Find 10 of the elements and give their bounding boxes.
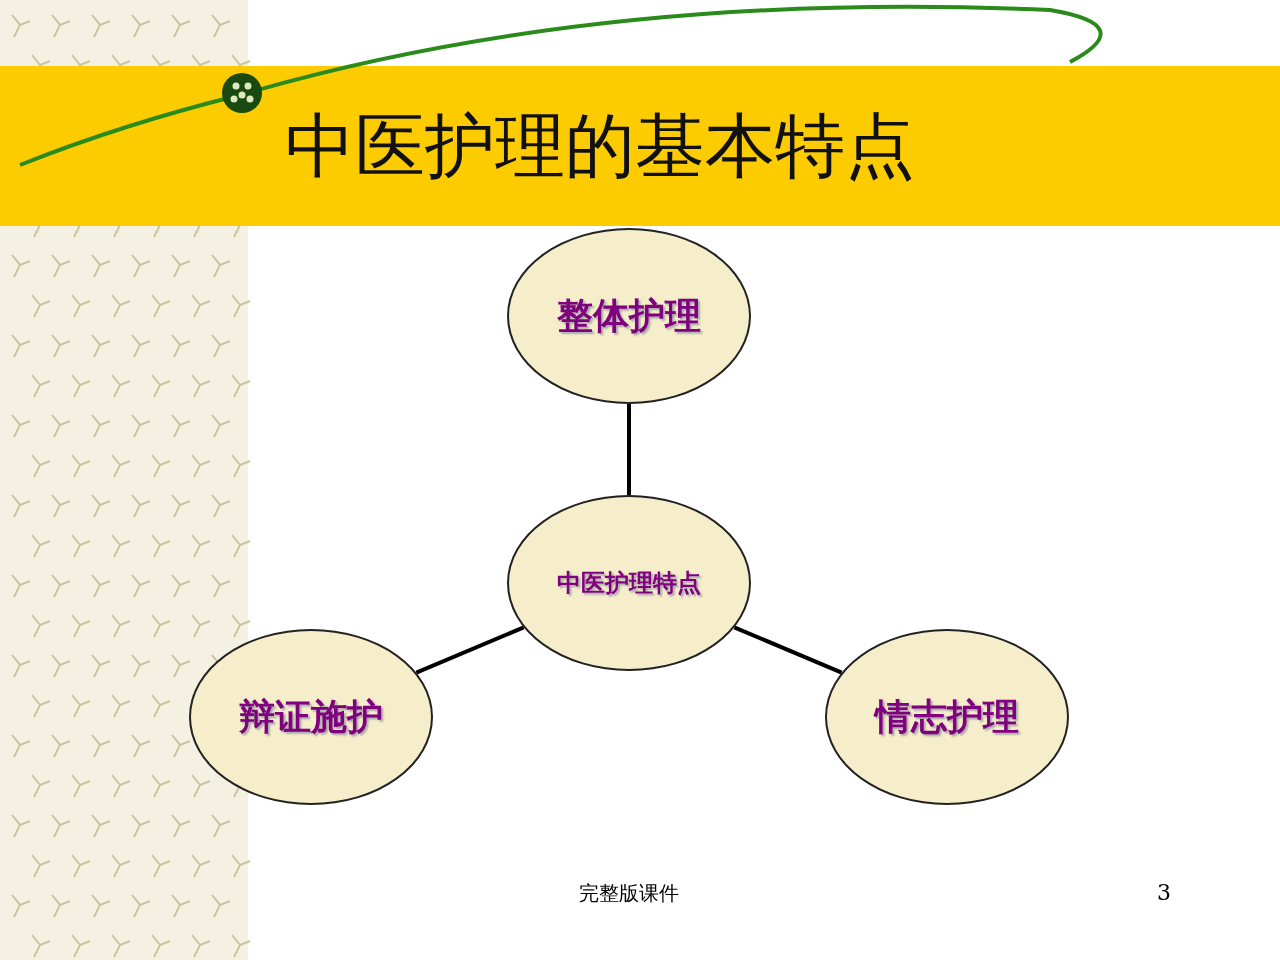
node-label: 情志护理 <box>875 694 1019 739</box>
node-label: 整体护理 <box>557 293 701 338</box>
node-label: 辩证施护 <box>239 694 383 739</box>
connector-line <box>733 625 843 675</box>
connector-line <box>627 404 631 495</box>
page-number: 3 <box>1157 880 1171 905</box>
node-label: 中医护理特点 <box>557 568 701 599</box>
footer-text: 完整版课件 <box>579 880 679 907</box>
slide-title: 中医护理的基本特点 <box>285 104 915 189</box>
connector-line <box>415 625 525 675</box>
